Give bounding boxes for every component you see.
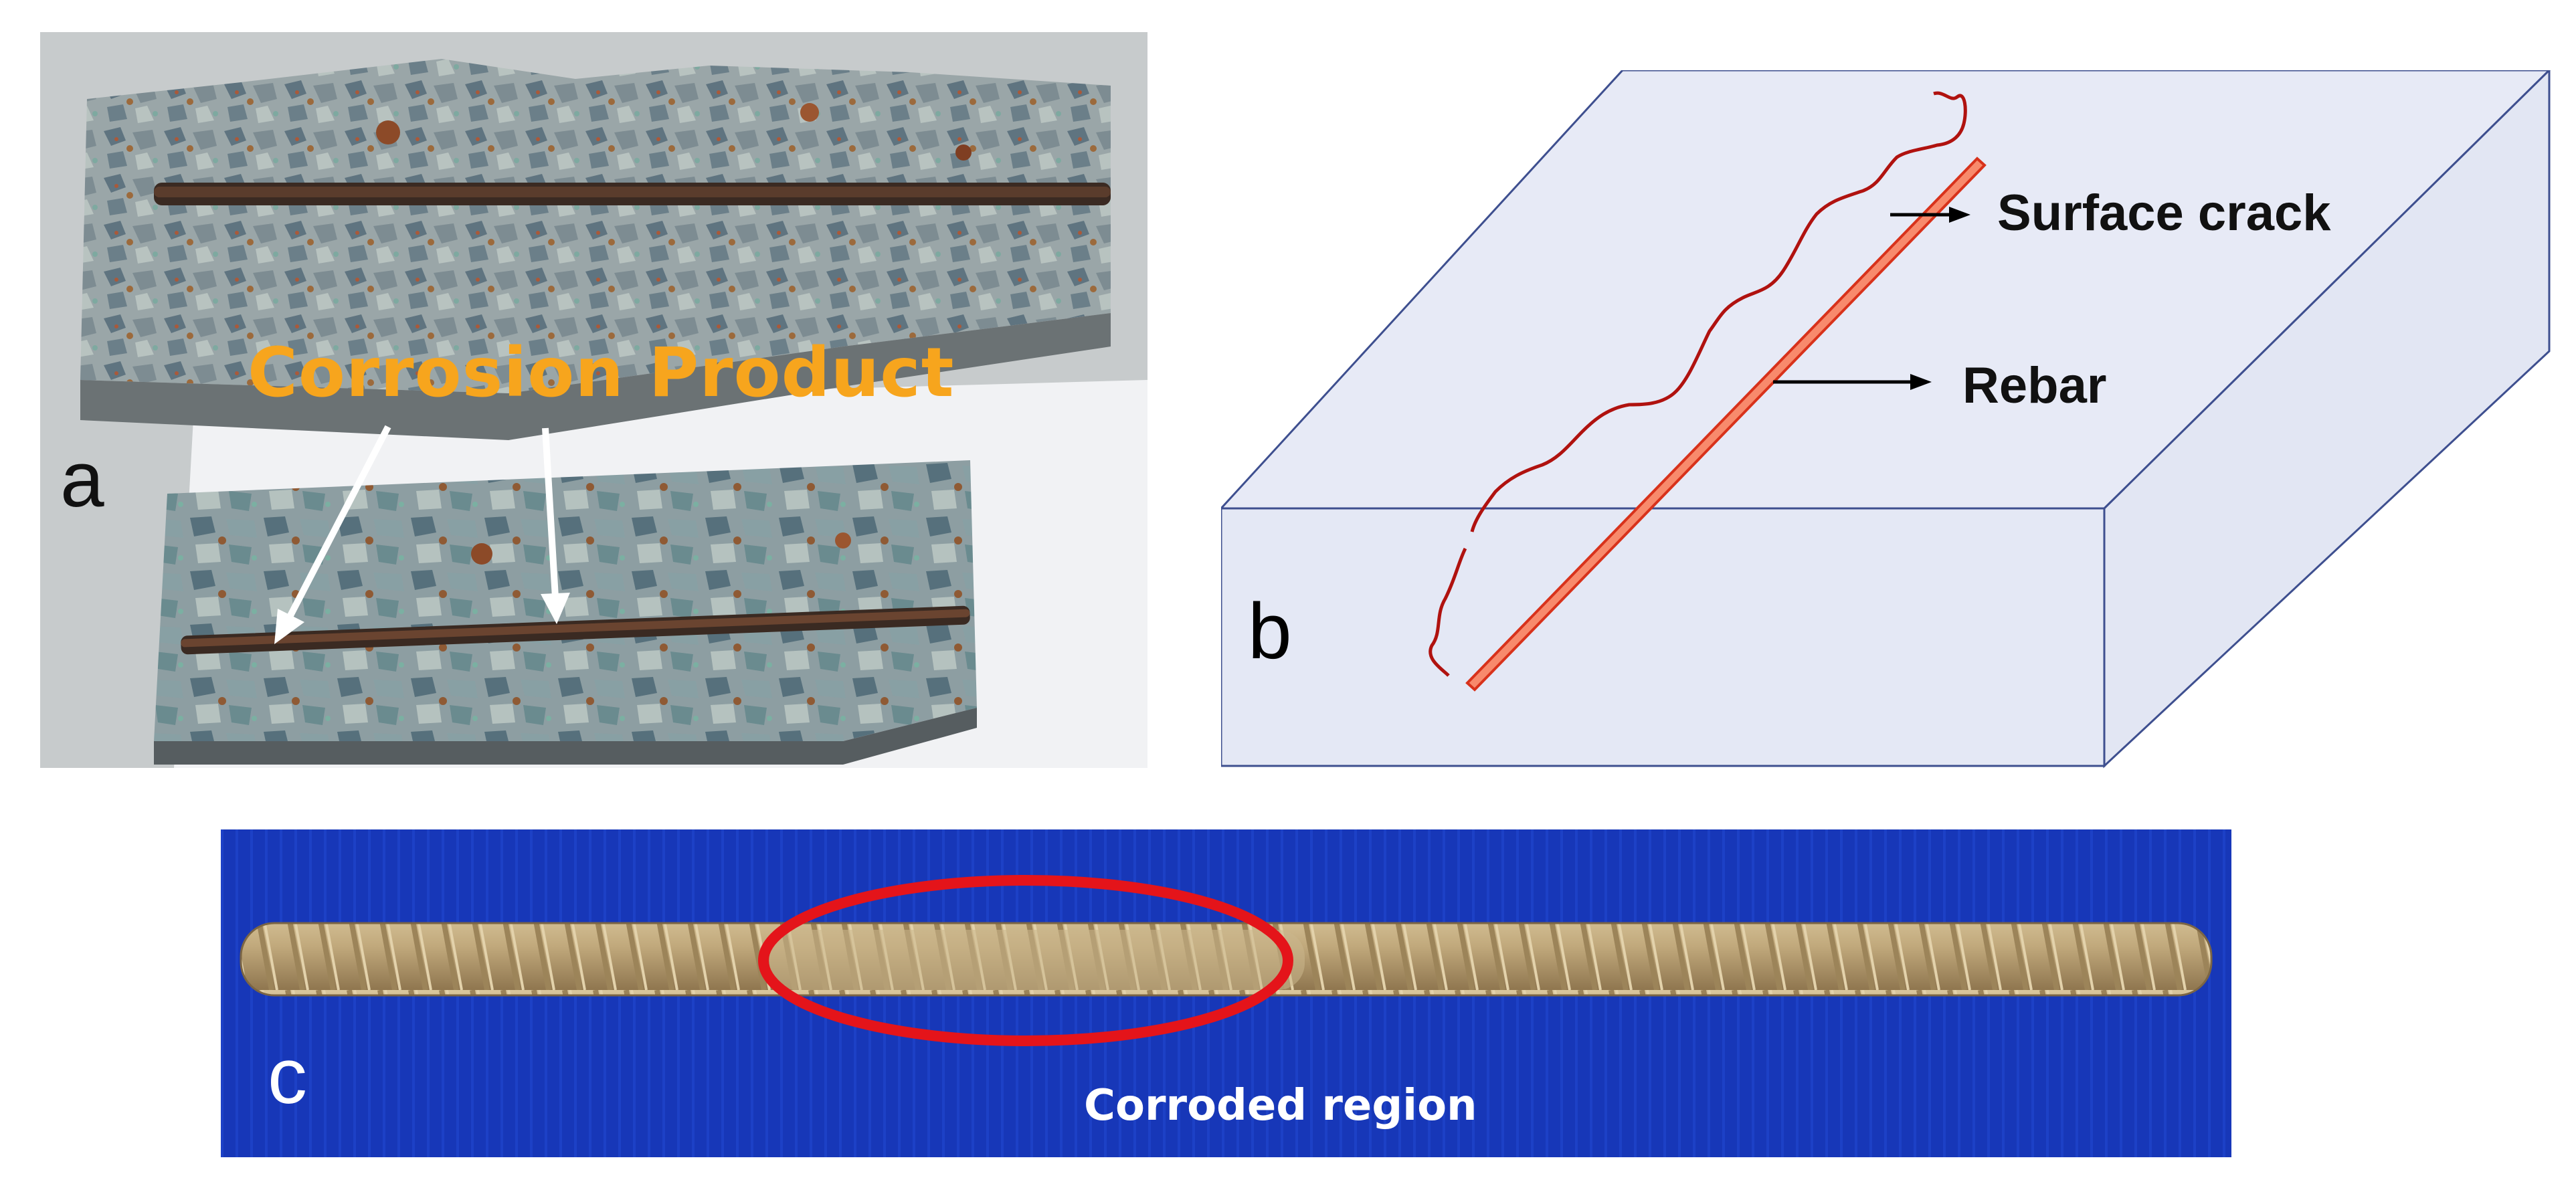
panel-b-letter: b (1248, 587, 1292, 676)
block-side-face (2103, 70, 2551, 769)
rebar-shape (1465, 157, 1987, 692)
panel-a-concrete-photo: Corrosion Product a (40, 32, 1147, 768)
panel-a-letter: a (60, 435, 104, 524)
crack-line (1470, 91, 1967, 532)
corroded-rebar-photo (221, 829, 2231, 1157)
surface-crack-label: Surface crack (1997, 185, 2331, 241)
corroded-region-ellipse (758, 875, 1293, 1046)
panel-c-rebar-photo: c Corroded region (221, 829, 2231, 1157)
split-concrete-photo (40, 32, 1147, 768)
rebar-label: Rebar (1962, 357, 2107, 414)
panel-b-schematic: Surface crack Rebar b (1221, 70, 2556, 769)
crack-line-lower (1429, 547, 1467, 677)
panel-c-letter: c (268, 1032, 307, 1120)
schematic-block-diagram (1221, 70, 2551, 769)
corrosion-product-label: Corrosion Product (248, 333, 955, 413)
corroded-region-label: Corroded region (1084, 1081, 1477, 1130)
block-front-face (1221, 507, 2106, 767)
